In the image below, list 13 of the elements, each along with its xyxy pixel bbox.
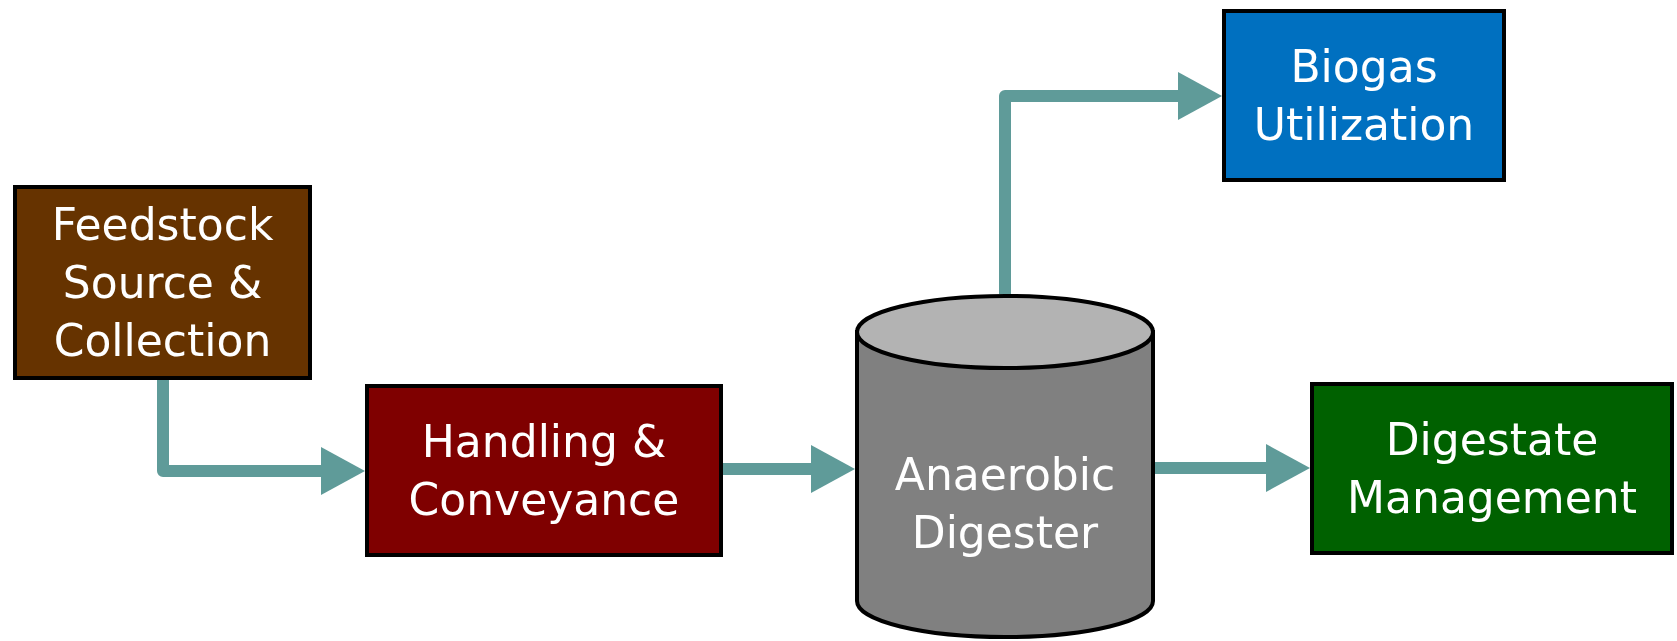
arrow (723, 445, 855, 493)
arrow (999, 72, 1222, 294)
arrow (157, 380, 365, 495)
node-label: Feedstock Source & Collection (50, 197, 275, 368)
process-box (13, 185, 312, 380)
process-box (365, 384, 723, 557)
process-box (1310, 382, 1674, 555)
node-label: Biogas Utilization (1252, 39, 1476, 152)
arrow (1155, 444, 1310, 492)
node-label: Anaerobic Digester (893, 448, 1117, 560)
process-box (1222, 9, 1506, 182)
node-label: Digestate Management (1346, 412, 1638, 525)
node-label: Handling & Conveyance (407, 414, 681, 527)
